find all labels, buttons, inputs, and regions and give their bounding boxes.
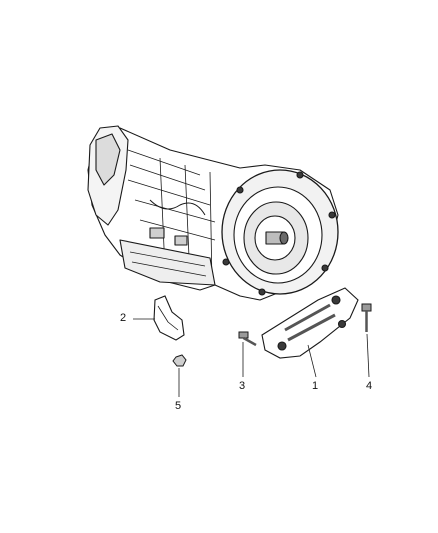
leader-lines [133,318,370,397]
callout-4: 4 [366,380,373,392]
transmission-assembly [87,125,339,301]
callout-3: 3 [239,380,246,392]
heat-shield [153,295,185,341]
nut-5 [172,354,187,367]
bolt-4 [361,303,372,332]
callout-1: 1 [312,380,319,392]
bolt-3 [238,331,257,347]
callout-5: 5 [175,400,182,412]
callout-2: 2 [120,312,127,324]
leader-1 [307,344,317,378]
support-bracket [261,287,359,359]
leader-4 [366,333,370,378]
